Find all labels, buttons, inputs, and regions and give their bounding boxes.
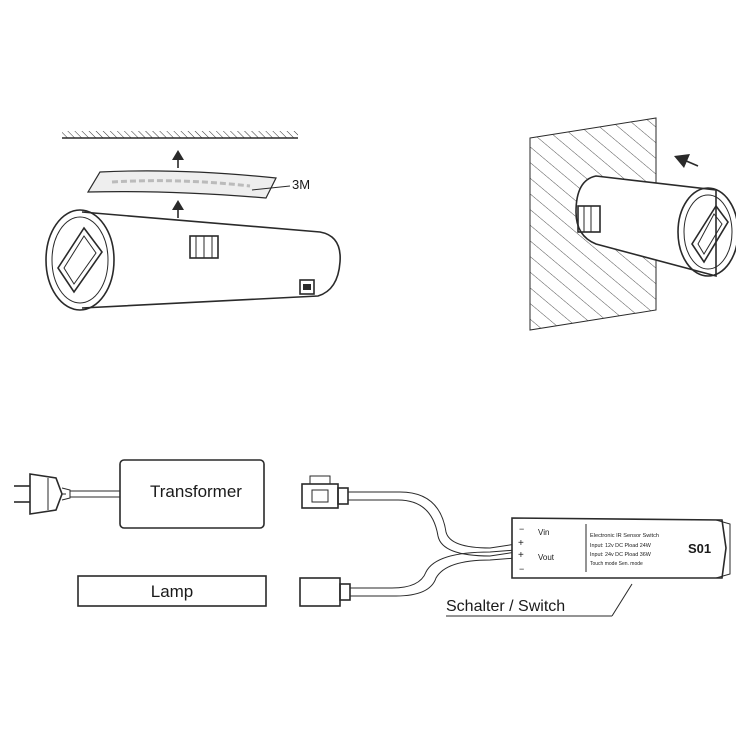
tape-leader-line (251, 185, 291, 191)
vin-label: Vin (538, 528, 549, 537)
switch-caption-leader (446, 583, 633, 617)
arrow-up-icon (172, 200, 184, 218)
vin-minus: − (519, 524, 524, 534)
power-plug-icon (14, 473, 71, 515)
mains-cable (70, 490, 120, 498)
transformer-box (119, 459, 265, 529)
adhesive-tape-strip (86, 170, 277, 199)
arrow-up-icon (172, 150, 184, 168)
lamp-label: Lamp (151, 582, 194, 601)
vout-minus: − (519, 564, 524, 574)
vin-plus: + (518, 538, 524, 549)
switch-spec-line1: Input: 12v DC Pload 24W (590, 543, 652, 549)
switch-cables (348, 491, 517, 597)
sensor-cylinder-recessed (575, 175, 736, 278)
switch-mode-line: Touch mode Sen. mode (590, 561, 643, 567)
switch-caption: Schalter / Switch (446, 598, 565, 615)
transformer-label: Transformer (150, 482, 242, 501)
switch-title: Electronic IR Sensor Switch (590, 533, 659, 539)
sensor-switch-module (511, 517, 731, 579)
switch-model-label: S01 (688, 541, 711, 556)
arrow-left-icon (674, 154, 699, 168)
lamp-box (77, 575, 267, 607)
vout-plus: + (518, 550, 524, 561)
ceiling-surface (62, 131, 298, 139)
vout-connector (299, 577, 351, 607)
sensor-cylinder-horizontal (45, 209, 341, 311)
vin-connector (301, 475, 349, 509)
switch-spec-line2: Input: 24v DC Pload 36W (590, 552, 652, 558)
tape-label: 3M (292, 177, 310, 192)
vout-label: Vout (538, 553, 555, 562)
